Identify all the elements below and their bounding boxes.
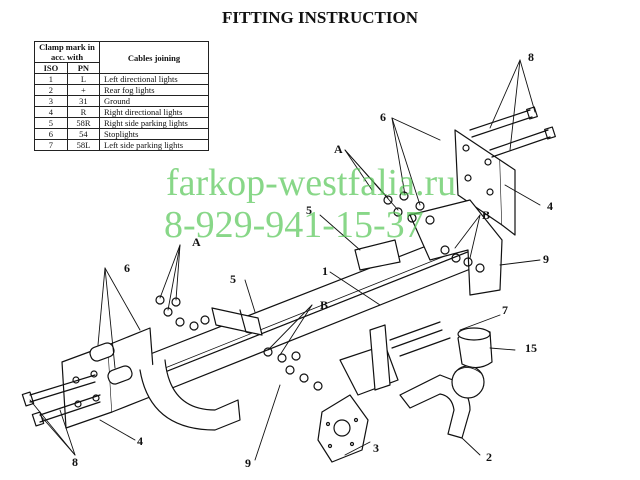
cell-cable: Left side parking lights xyxy=(99,139,209,151)
label-6-top: 6 xyxy=(380,110,386,124)
label-8-bottom: 8 xyxy=(72,455,78,469)
label-2: 2 xyxy=(486,450,492,464)
socket-plate xyxy=(317,394,369,463)
tow-ball-neck xyxy=(399,365,485,439)
clamp-table: Clamp mark in acc. with Cables joining I… xyxy=(34,41,209,151)
label-4-left: 4 xyxy=(137,434,143,448)
bolts-bottom-left xyxy=(21,374,101,427)
ball-cap xyxy=(457,327,493,369)
label-4-right: 4 xyxy=(547,199,553,213)
label-b-mid: B xyxy=(320,298,329,312)
label-3: 3 xyxy=(373,441,379,455)
washers-b-top xyxy=(440,245,485,273)
label-5-top: 5 xyxy=(306,203,312,217)
label-a-top: A xyxy=(334,142,343,156)
label-7: 7 xyxy=(502,303,508,317)
washers-top xyxy=(383,191,435,225)
label-9-bottom: 9 xyxy=(245,456,251,470)
washers-left xyxy=(155,295,210,331)
watermark-site: farkop-westfalia.ru xyxy=(166,162,457,204)
label-6-left: 6 xyxy=(124,261,130,275)
label-a-left: A xyxy=(192,235,201,249)
clamp-plate-top xyxy=(354,239,401,271)
clamp-plate-middle xyxy=(211,307,263,336)
label-8-top: 8 xyxy=(528,50,534,64)
bolts-7 xyxy=(389,321,451,357)
right-side-bracket xyxy=(409,129,516,296)
watermark-phone: 8-929-941-15-37 xyxy=(164,204,424,246)
washers-b-mid xyxy=(263,347,323,391)
label-b-top: B xyxy=(482,208,491,222)
page-title: FITTING INSTRUCTION xyxy=(221,8,418,27)
label-15: 15 xyxy=(525,341,537,355)
bolts-top-right xyxy=(469,106,556,158)
ball-mount-bracket xyxy=(339,324,399,396)
label-5-mid: 5 xyxy=(230,272,236,286)
table-row: 2+Rear fog lights xyxy=(34,84,209,96)
label-1: 1 xyxy=(322,264,328,278)
cell-pn: 58L xyxy=(66,139,101,151)
leader-lines xyxy=(29,59,541,461)
label-9-right: 9 xyxy=(543,252,549,266)
